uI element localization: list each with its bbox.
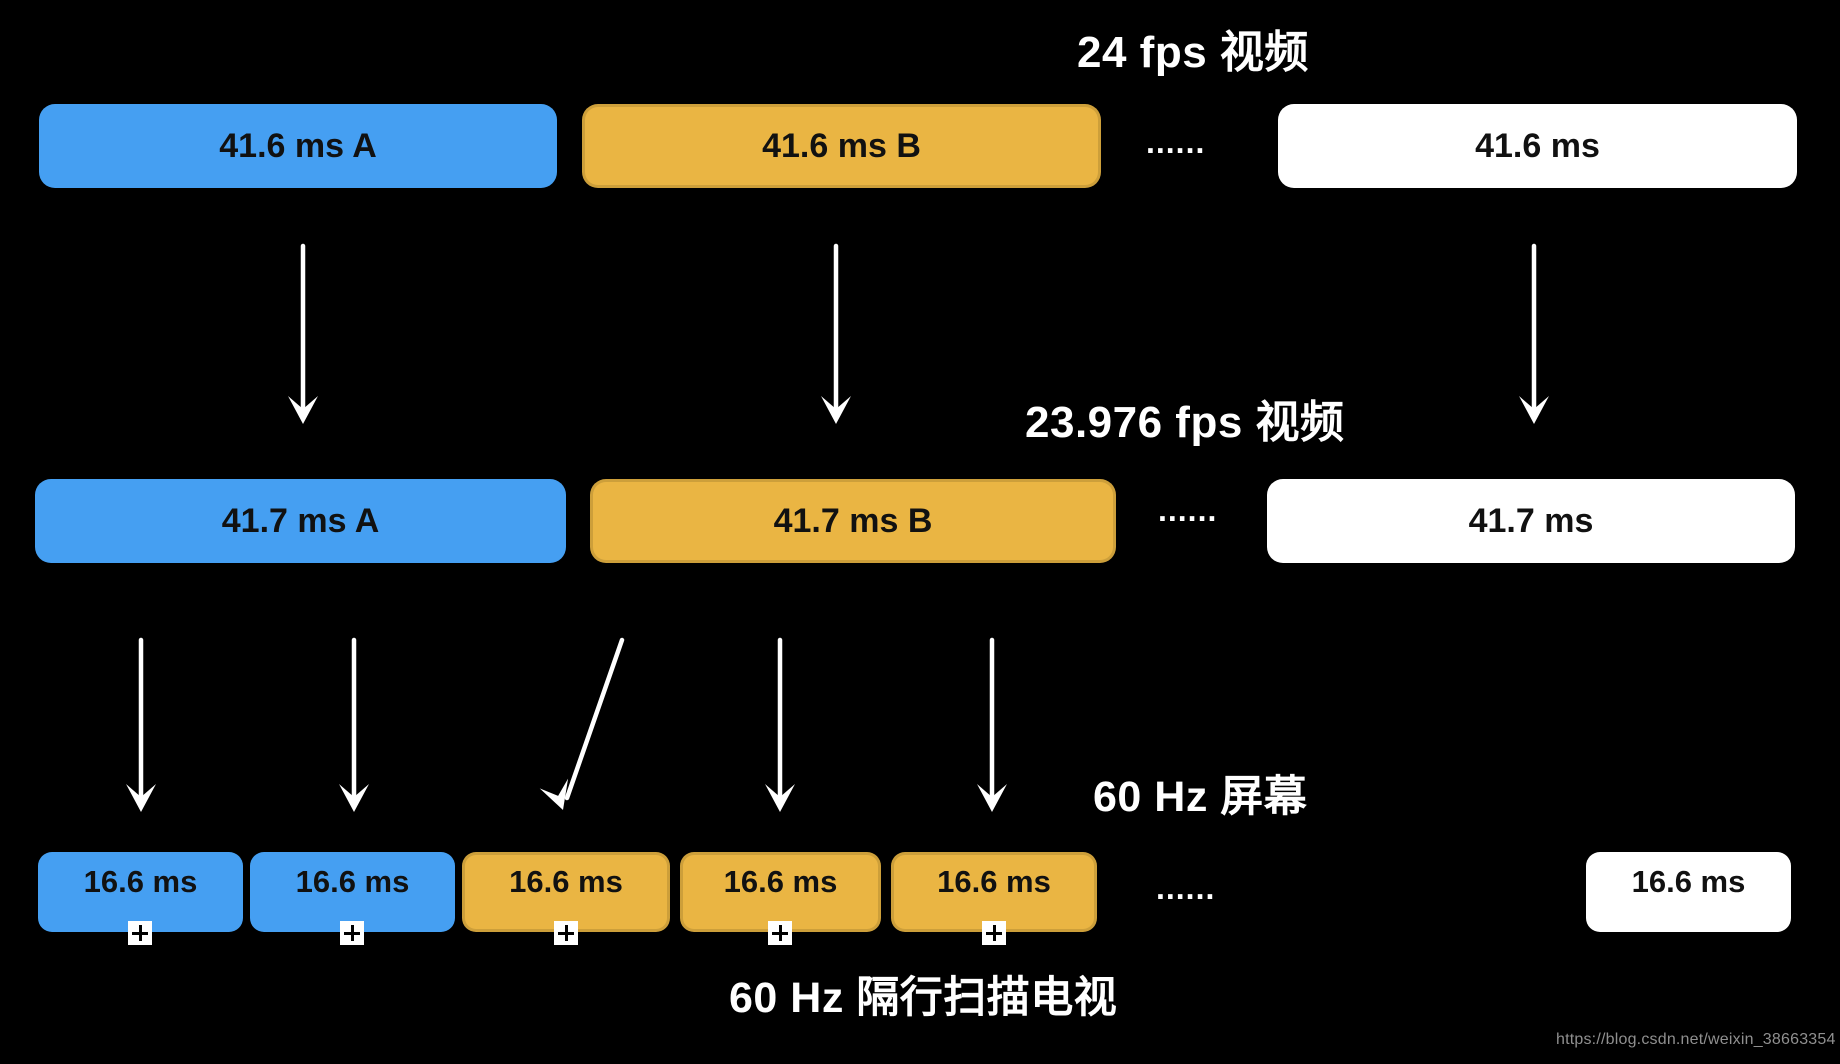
plus-icon bbox=[554, 921, 578, 945]
down-arrow bbox=[765, 637, 795, 812]
field-60hz-5: 16.6 ms bbox=[891, 852, 1097, 932]
plus-icon bbox=[768, 921, 792, 945]
ellipsis-row1: ...... bbox=[1146, 124, 1206, 160]
ellipsis-row2: ...... bbox=[1158, 492, 1218, 528]
field-60hz-n: 16.6 ms bbox=[1586, 852, 1791, 932]
down-arrow bbox=[126, 637, 156, 812]
down-arrow-diagonal bbox=[539, 637, 625, 810]
frame-24fps-b: 41.6 ms B bbox=[582, 104, 1101, 188]
plus-icon bbox=[128, 921, 152, 945]
title-60hz-screen: 60 Hz 屏幕 bbox=[1093, 773, 1308, 821]
frame-24fps-a: 41.6 ms A bbox=[39, 104, 557, 188]
plus-icon bbox=[982, 921, 1006, 945]
title-23976fps-video: 23.976 fps 视频 bbox=[1025, 398, 1345, 447]
down-arrow bbox=[1519, 243, 1549, 424]
down-arrow bbox=[977, 637, 1007, 812]
frame-24fps-n: 41.6 ms bbox=[1278, 104, 1797, 188]
title-60hz-interlaced-tv: 60 Hz 隔行扫描电视 bbox=[729, 974, 1118, 1022]
frame-23976fps-n: 41.7 ms bbox=[1267, 479, 1795, 563]
down-arrow bbox=[288, 243, 318, 424]
down-arrow bbox=[339, 637, 369, 812]
ellipsis-row3: ...... bbox=[1156, 870, 1216, 906]
frame-23976fps-b: 41.7 ms B bbox=[590, 479, 1116, 563]
field-60hz-2: 16.6 ms bbox=[250, 852, 455, 932]
plus-icon bbox=[340, 921, 364, 945]
field-60hz-4: 16.6 ms bbox=[680, 852, 881, 932]
down-arrow bbox=[821, 243, 851, 424]
title-24fps-video: 24 fps 视频 bbox=[1077, 28, 1309, 77]
frame-23976fps-a: 41.7 ms A bbox=[35, 479, 566, 563]
field-60hz-1: 16.6 ms bbox=[38, 852, 243, 932]
watermark-url: https://blog.csdn.net/weixin_38663354 bbox=[1556, 1031, 1836, 1048]
